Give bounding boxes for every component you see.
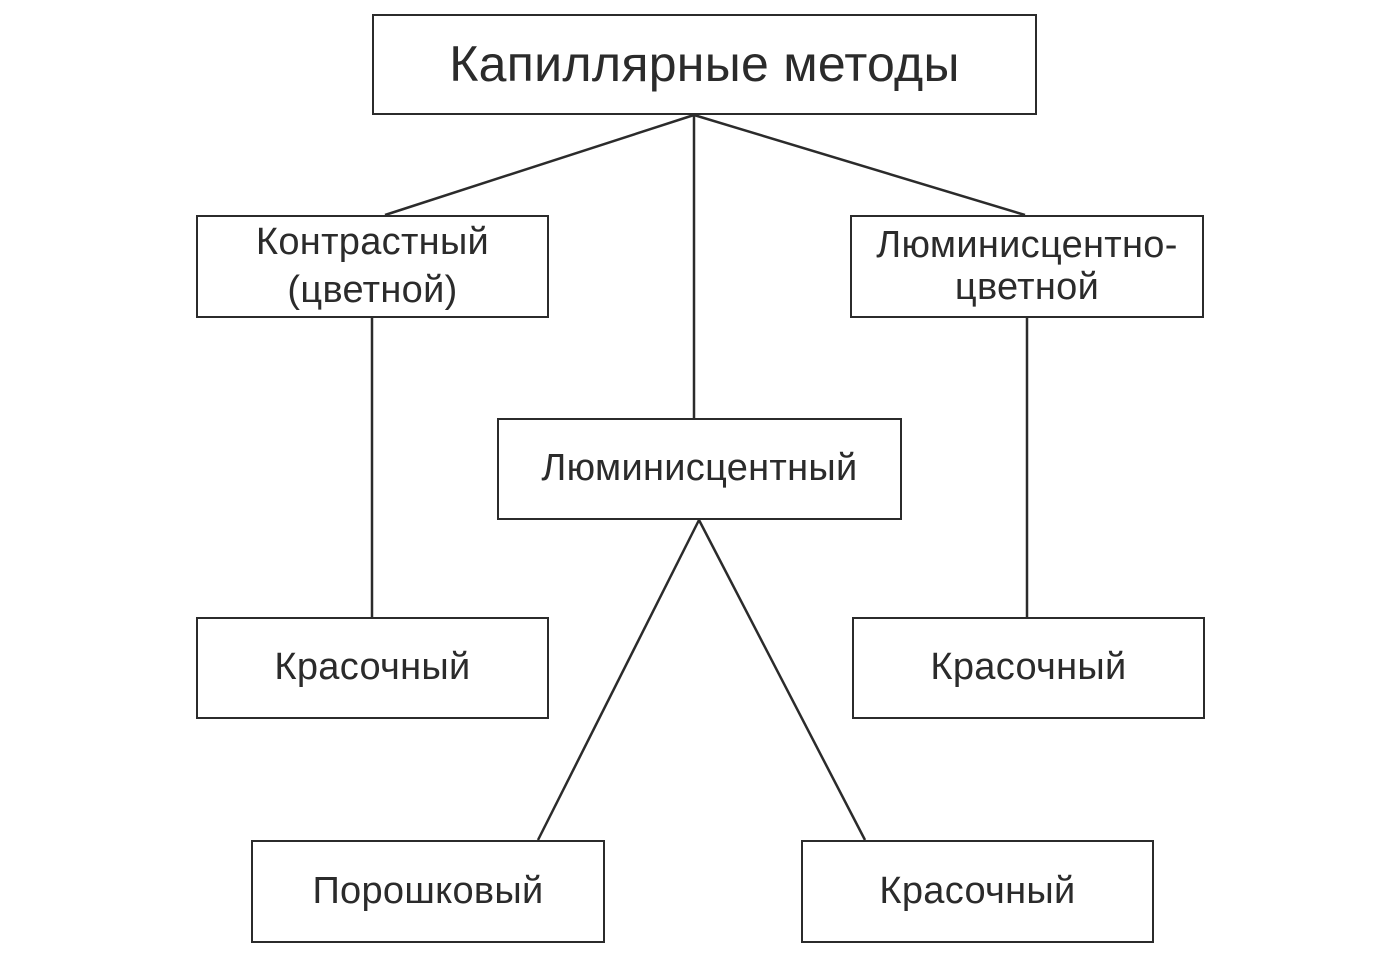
- node-contrast-paint-label: Красочный: [274, 646, 471, 689]
- connector-root-luminescent-color: [693, 113, 1026, 217]
- node-luminescent-color-paint-label: Красочный: [930, 646, 1127, 689]
- node-luminescent-paint: Красочный: [801, 840, 1154, 943]
- node-luminescent-label: Люминисцентный: [541, 447, 858, 490]
- node-contrast: Контрастный (цветной): [196, 215, 549, 318]
- node-luminescent-color-paint: Красочный: [852, 617, 1205, 719]
- node-luminescent-powder-label: Порошковый: [312, 869, 544, 912]
- node-contrast-label-line2: (цветной): [287, 268, 458, 311]
- node-capillary-methods: Капиллярные методы: [372, 14, 1037, 115]
- node-luminescent: Люминисцентный: [497, 418, 902, 520]
- node-luminescent-color-label-line1: Люминисцентно-: [876, 223, 1178, 266]
- node-contrast-label-line1: Контрастный: [255, 221, 490, 263]
- node-luminescent-paint-label: Красочный: [879, 869, 1076, 912]
- node-contrast-paint: Красочный: [196, 617, 549, 719]
- node-luminescent-color-label-line2: цветной: [954, 265, 1100, 308]
- connector-luminescent-powder: [536, 519, 701, 841]
- connector-luminescent-paint: [697, 519, 867, 841]
- connector-root-contrast: [384, 113, 695, 217]
- node-luminescent-color: Люминисцентно- цветной: [850, 215, 1204, 318]
- node-luminescent-powder: Порошковый: [251, 840, 605, 943]
- node-capillary-methods-label: Капиллярные методы: [449, 35, 960, 92]
